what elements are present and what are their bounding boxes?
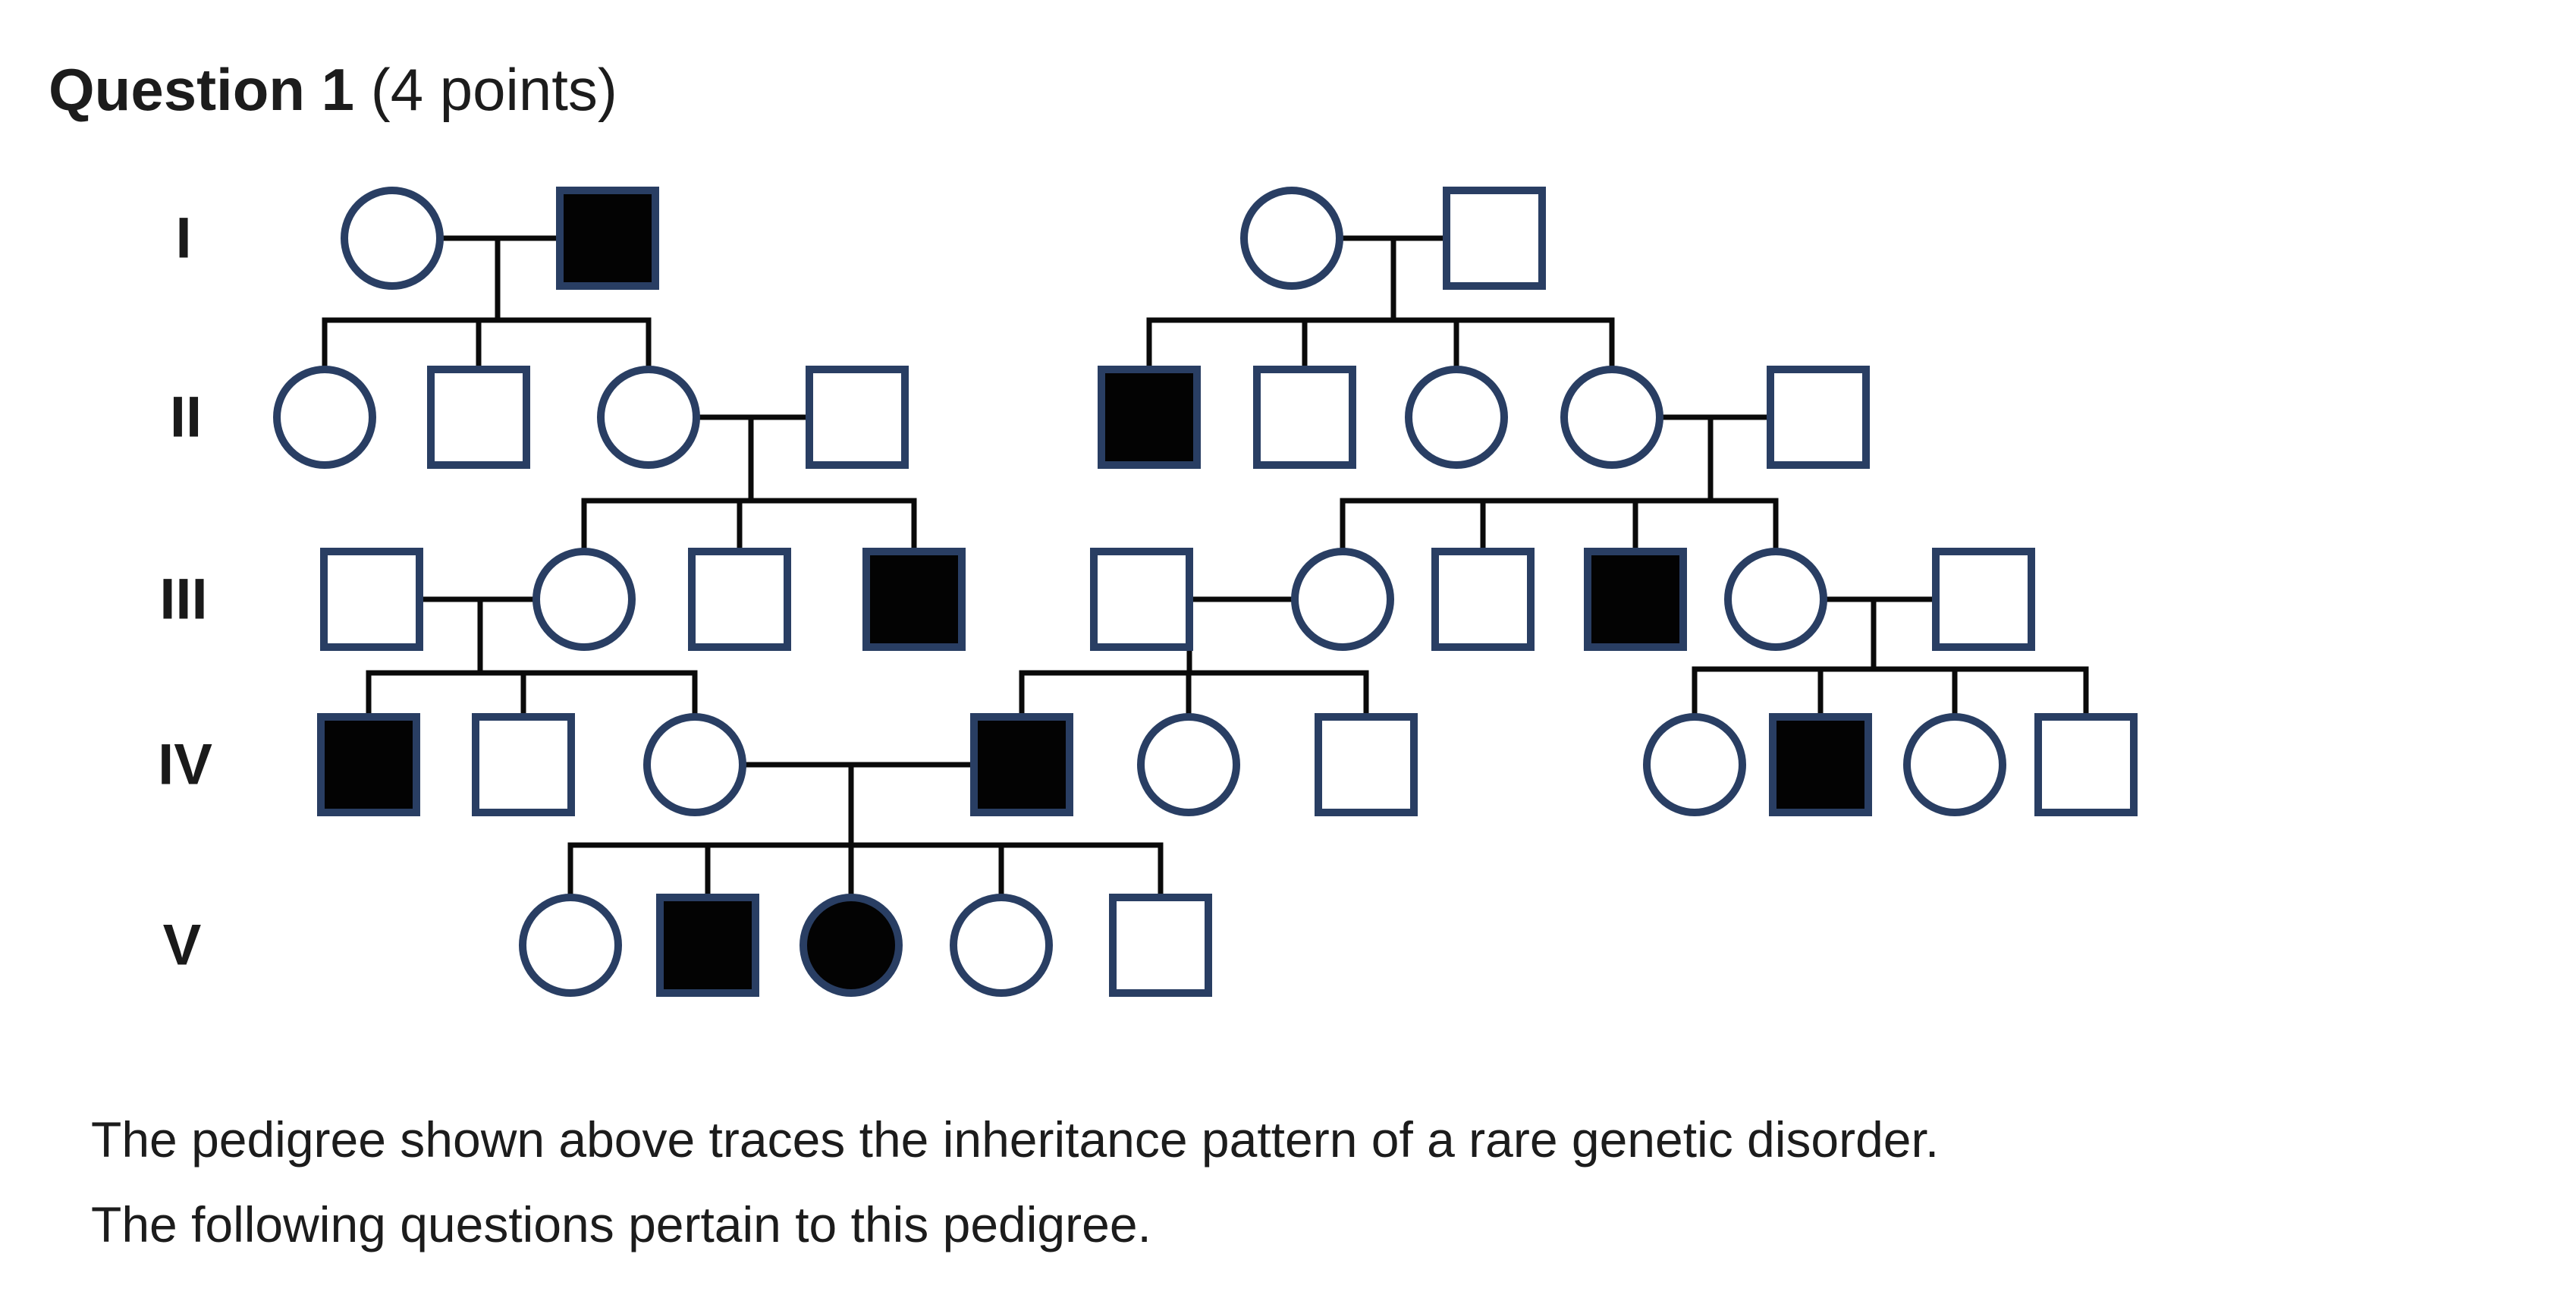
individual-III-8-affected-male — [1584, 548, 1687, 651]
individual-III-5-male — [1090, 548, 1193, 651]
individual-IV-8-affected-male — [1769, 713, 1872, 816]
question-title: Question 1 (4 points) — [49, 55, 617, 126]
individual-III-2-female — [532, 548, 636, 651]
individual-IV-7-female — [1643, 713, 1746, 816]
individual-IV-2-male — [472, 713, 575, 816]
individual-III-7-male — [1431, 548, 1535, 651]
caption-line-1: The pedigree shown above traces the inhe… — [91, 1111, 1940, 1168]
individual-I-3-female — [1240, 187, 1343, 290]
individual-V-4-female — [950, 894, 1053, 997]
generation-label-III: III — [159, 567, 207, 632]
individual-III-6-female — [1291, 548, 1394, 651]
individual-IV-10-male — [2034, 713, 2138, 816]
individual-V-2-affected-male — [656, 894, 759, 997]
question-number: Question 1 — [49, 56, 355, 123]
question-description: The pedigree shown above traces the inhe… — [91, 1097, 1939, 1267]
individual-I-1-female — [341, 187, 444, 290]
individual-II-2-male — [427, 366, 530, 469]
individual-III-1-male — [320, 548, 423, 651]
individual-II-7-female — [1405, 366, 1508, 469]
individual-IV-9-female — [1903, 713, 2006, 816]
individual-V-1-female — [519, 894, 622, 997]
generation-label-IV: IV — [158, 733, 212, 797]
individual-IV-3-female — [643, 713, 746, 816]
caption-line-2: The following questions pertain to this … — [91, 1196, 1151, 1252]
individual-III-9-female — [1724, 548, 1827, 651]
individual-II-8-female — [1560, 366, 1663, 469]
individual-II-1-female — [273, 366, 376, 469]
pedigree-individuals — [273, 187, 2138, 997]
individual-I-4-male — [1443, 187, 1546, 290]
individual-IV-4-affected-male — [970, 713, 1073, 816]
individual-II-3-female — [597, 366, 700, 469]
generation-label-V: V — [163, 913, 202, 978]
individual-V-5-male — [1109, 894, 1212, 997]
individual-IV-5-female — [1137, 713, 1240, 816]
individual-III-3-male — [688, 548, 791, 651]
individual-II-4-male — [806, 366, 909, 469]
generation-label-II: II — [170, 385, 202, 450]
individual-V-3-affected-female — [800, 894, 903, 997]
question-points: (4 points) — [354, 56, 617, 123]
individual-IV-6-male — [1315, 713, 1418, 816]
individual-IV-1-affected-male — [317, 713, 420, 816]
individual-II-6-male — [1253, 366, 1356, 469]
individual-III-4-affected-male — [862, 548, 966, 651]
individual-II-5-affected-male — [1098, 366, 1201, 469]
individual-I-2-affected-male — [556, 187, 659, 290]
individual-III-10-male — [1932, 548, 2035, 651]
generation-label-I: I — [175, 206, 191, 271]
individual-II-9-male — [1767, 366, 1870, 469]
